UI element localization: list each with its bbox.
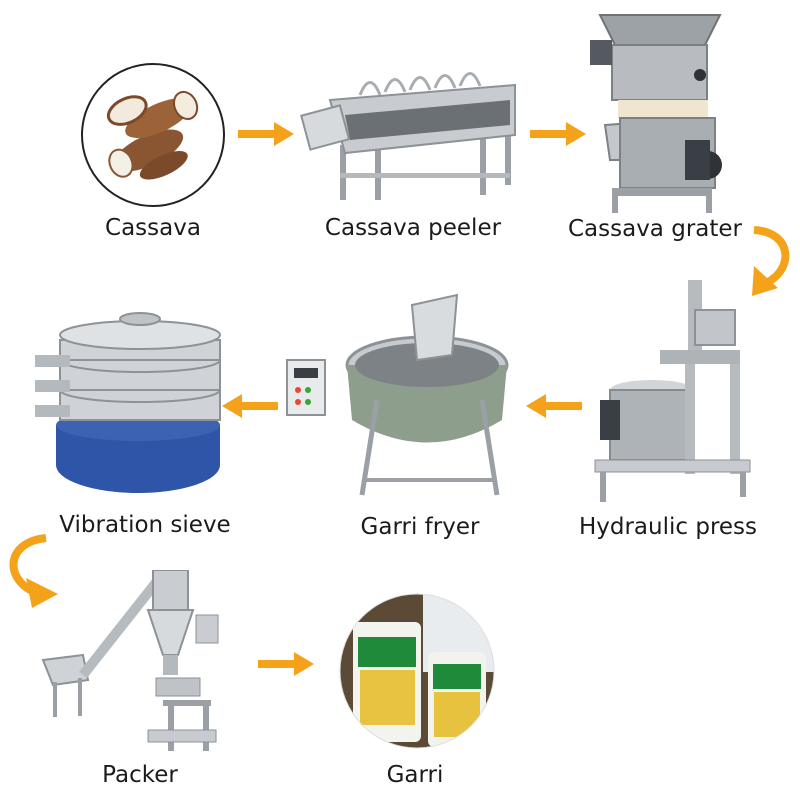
step-label-garri-fryer: Garri fryer [360, 514, 480, 540]
fryer-machine-image [286, 293, 509, 496]
step-label-cassava: Cassava [105, 215, 201, 241]
garri-bags-image [339, 593, 495, 749]
step-label-vibration-sieve: Vibration sieve [59, 512, 231, 538]
peeler-machine-image [300, 72, 516, 200]
arrow-right-icon [238, 122, 294, 146]
step-label-cassava-peeler: Cassava peeler [324, 215, 502, 241]
curved-arrow-icon [752, 226, 790, 296]
cassava-roots-image [81, 63, 225, 207]
arrow-right-icon [258, 652, 314, 676]
hydraulic-press-image [594, 280, 751, 502]
step-label-cassava-grater: Cassava grater [567, 216, 742, 242]
vibration-sieve-image [35, 312, 221, 493]
packing-machine-image [41, 570, 219, 751]
grater-machine-image [590, 14, 722, 213]
curved-arrow-icon [9, 534, 58, 608]
arrow-left-icon [526, 394, 582, 418]
arrow-right-icon [530, 122, 586, 146]
step-label-garri: Garri [386, 762, 444, 788]
arrow-left-icon [222, 394, 278, 418]
step-label-packer: Packer [102, 762, 178, 788]
step-label-hydraulic-press: Hydraulic press [578, 514, 758, 540]
